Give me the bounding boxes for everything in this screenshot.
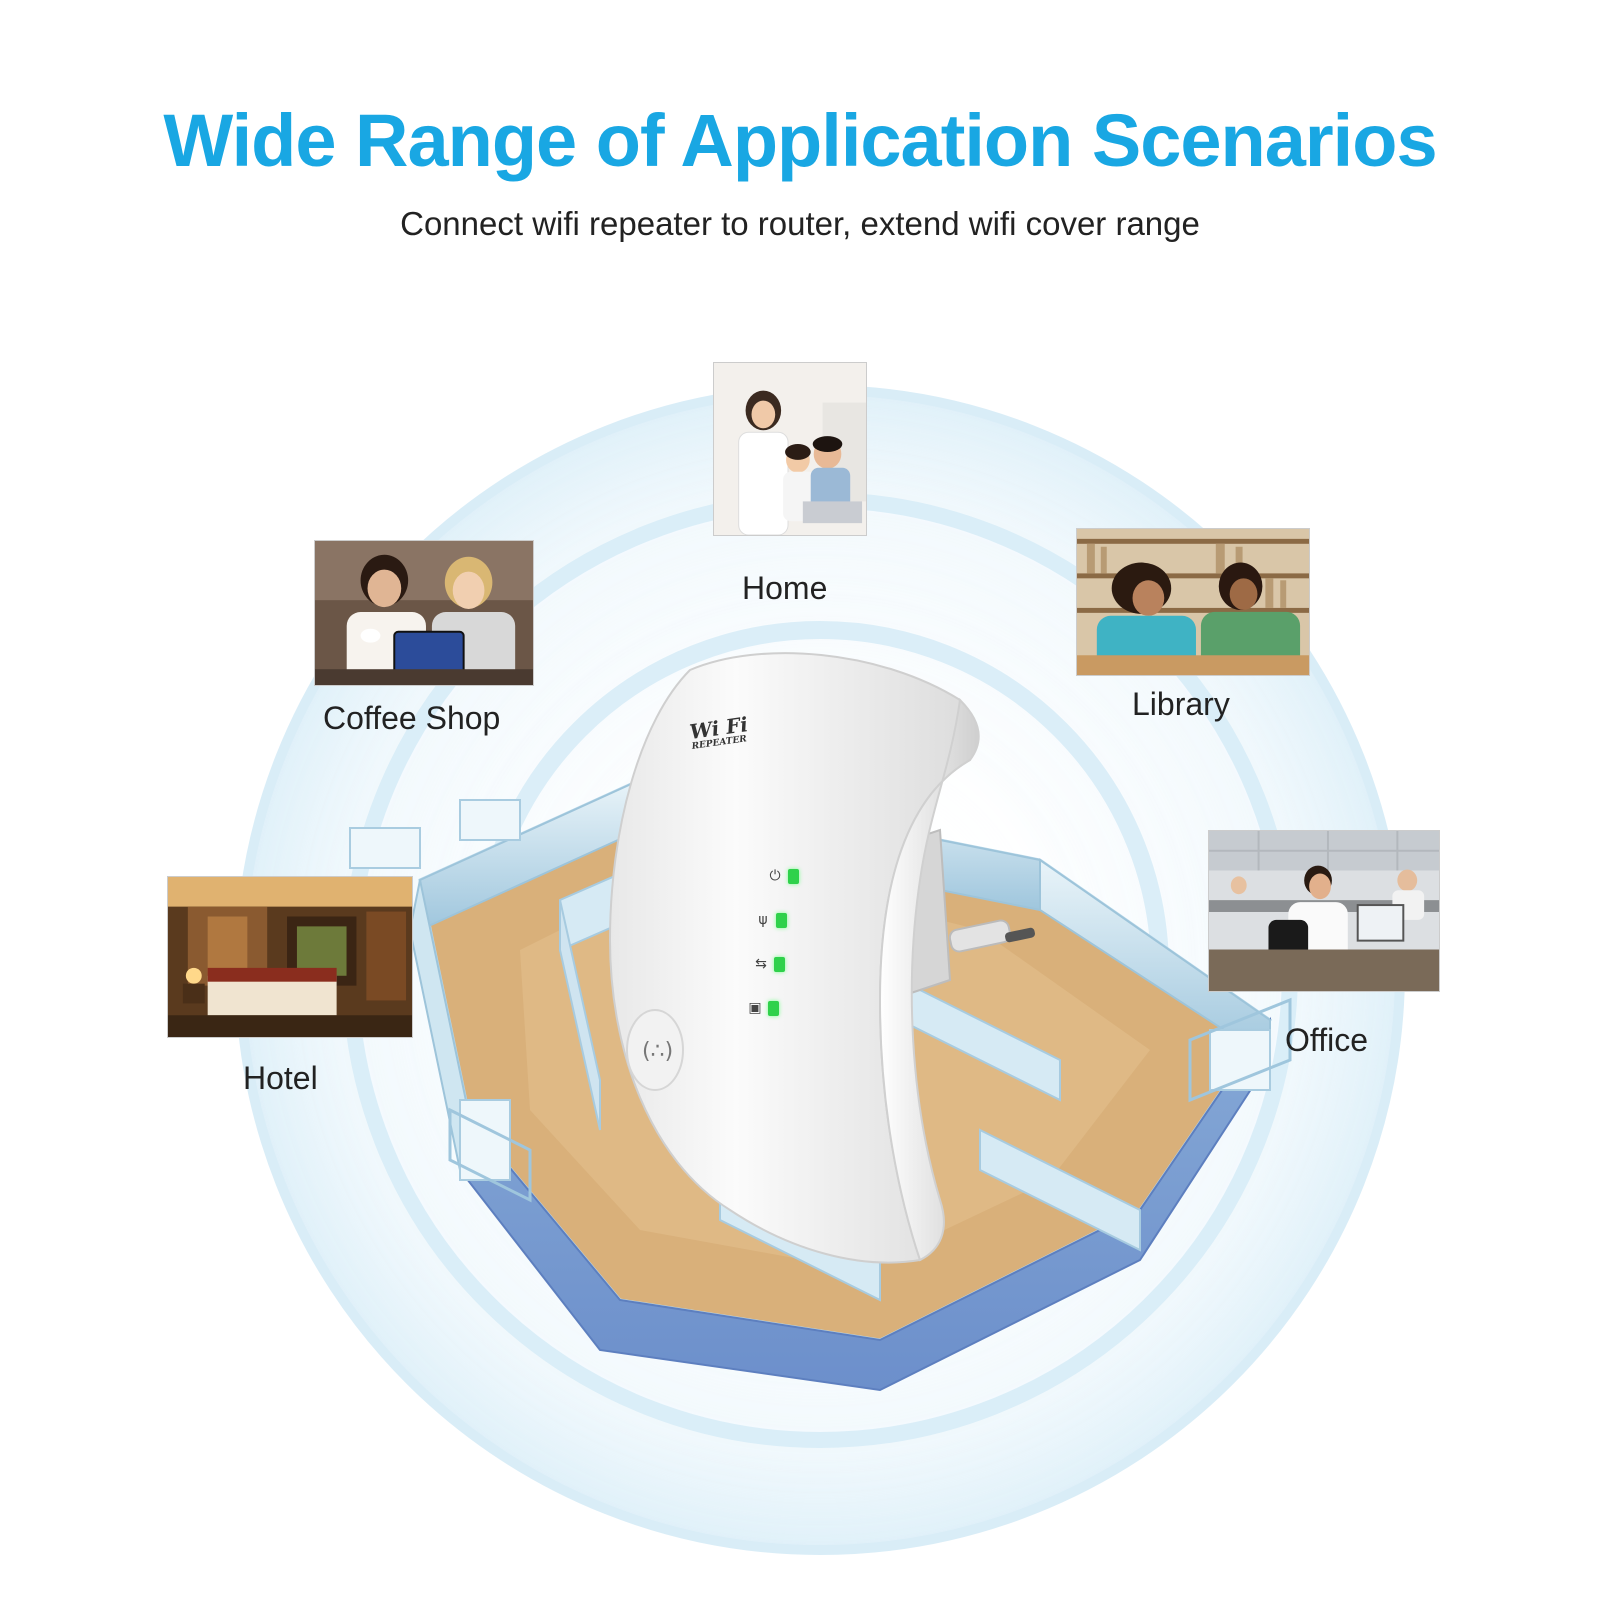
power-icon: ⏻: [769, 868, 781, 884]
lan-led: [768, 1000, 779, 1016]
indicator-link: ⇆: [754, 956, 785, 972]
page-title: Wide Range of Application Scenarios: [163, 99, 1437, 182]
wifi-repeater-device: (∴): [608, 652, 980, 1264]
photo-home: [713, 362, 867, 536]
label-hotel: Hotel: [243, 1060, 318, 1096]
indicator-lan: ▣: [748, 1000, 779, 1016]
lan-icon: ▣: [748, 1000, 762, 1016]
link-led: [774, 956, 785, 972]
photo-library: [1076, 528, 1310, 676]
wireless-led: [776, 912, 787, 928]
photo-hotel: [167, 876, 413, 1038]
wireless-icon: ψ: [758, 912, 768, 928]
photo-coffee-shop: [314, 540, 534, 686]
power-led: [788, 868, 799, 884]
indicator-wireless: ψ: [756, 912, 787, 928]
svg-text:(∴): (∴): [642, 1039, 673, 1064]
photo-office: [1208, 830, 1440, 992]
label-home: Home: [742, 570, 828, 606]
label-office: Office: [1285, 1022, 1368, 1058]
indicator-power: ⏻: [768, 868, 799, 884]
wps-button: [626, 1009, 684, 1091]
label-library: Library: [1132, 686, 1230, 722]
link-icon: ⇆: [755, 956, 767, 972]
page-subtitle: Connect wifi repeater to router, extend …: [400, 205, 1200, 242]
label-coffee-shop: Coffee Shop: [323, 700, 501, 736]
